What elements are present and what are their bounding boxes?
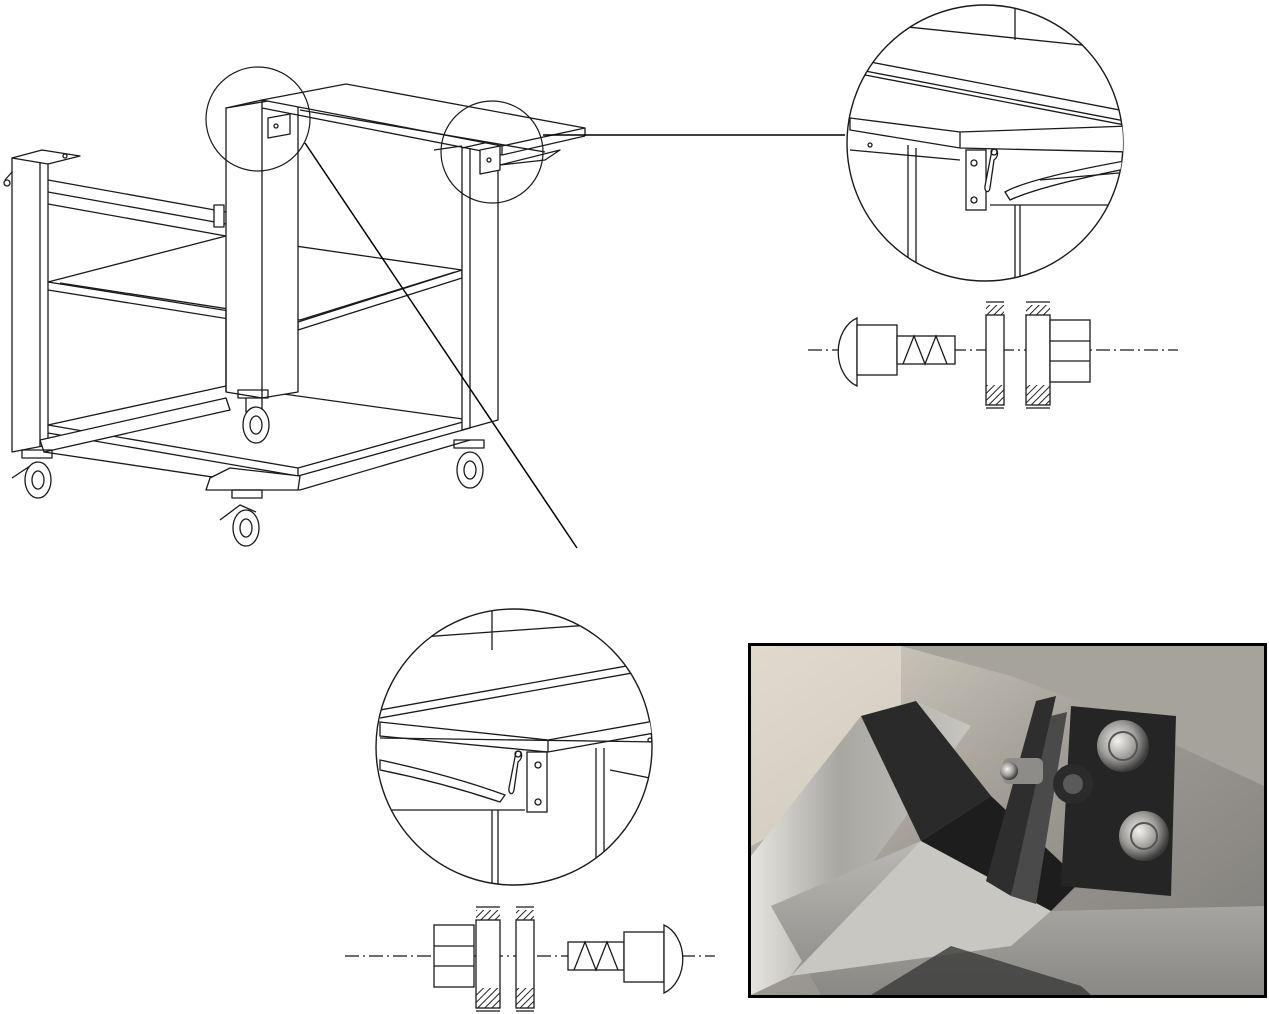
cart-drawing (3, 83, 586, 547)
top-shelf (261, 83, 586, 175)
back-rails (47, 179, 227, 237)
leader-line-left (304, 142, 578, 549)
fastener-lower (345, 906, 715, 1012)
caster-right (453, 439, 485, 489)
hinge-closeup-photo (748, 643, 1267, 998)
caster-front (237, 389, 270, 444)
fastener-upper (808, 301, 1178, 409)
caster-bottom (219, 489, 263, 547)
caster-left (11, 449, 53, 499)
front-post (225, 95, 299, 399)
right-post (461, 139, 499, 431)
detail-right-hinge (846, 4, 1124, 282)
detail-left-hinge (375, 608, 653, 886)
callout-ring-right (440, 100, 544, 204)
callout-ring-left (205, 66, 311, 172)
